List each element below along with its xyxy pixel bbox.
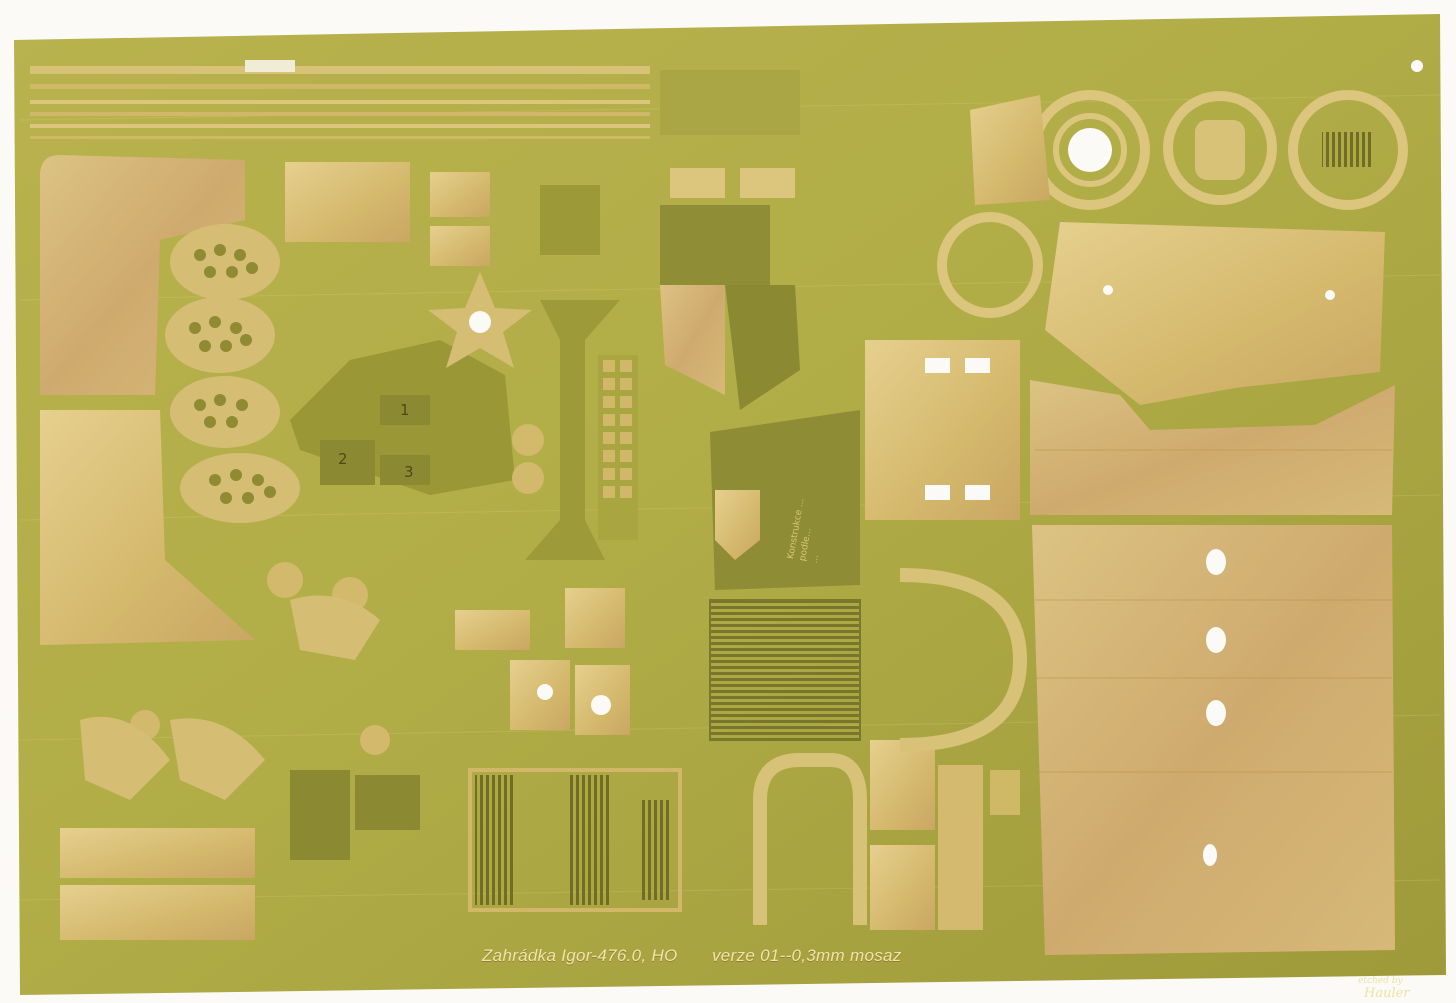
disc-parts [130, 424, 544, 755]
star-part [428, 272, 532, 368]
sheet-version: verze 01--0,3mm mosaz [712, 946, 902, 965]
perforated-plates [165, 224, 300, 523]
part-number-3: 3 [404, 463, 414, 481]
lower-mid-panels [870, 740, 1020, 930]
arch-parts [753, 568, 1028, 925]
part-number-2: 2 [338, 450, 348, 468]
hatch-plate [970, 95, 1050, 205]
center-upper-panels [540, 70, 800, 410]
grille-parts [468, 768, 682, 912]
left-side-panels [40, 155, 255, 645]
central-frame [525, 300, 638, 560]
small-panels-top [285, 162, 490, 266]
part-number-1: 1 [400, 401, 410, 419]
ring-parts [937, 90, 1408, 318]
bottom-left-panels [60, 770, 420, 940]
brand-line-2: Hauler [1364, 986, 1410, 1001]
sheet-title: Zahrádka Igor-476.0, HO [482, 946, 678, 965]
inscription-line-3: ... [810, 554, 821, 564]
floor-slats [709, 599, 861, 741]
inscription-plate: Konstrukce ... podle... ... [710, 410, 860, 590]
brand-line-1: etched by [1358, 976, 1403, 986]
ring-centers [1068, 120, 1372, 180]
top-rails [30, 60, 650, 139]
cab-parts: 1 2 3 [290, 340, 515, 495]
perforation-holes [189, 244, 276, 504]
right-large-panels [1030, 222, 1395, 955]
small-holes [537, 684, 611, 715]
window-panel [865, 340, 1020, 520]
fender-parts [80, 595, 380, 800]
